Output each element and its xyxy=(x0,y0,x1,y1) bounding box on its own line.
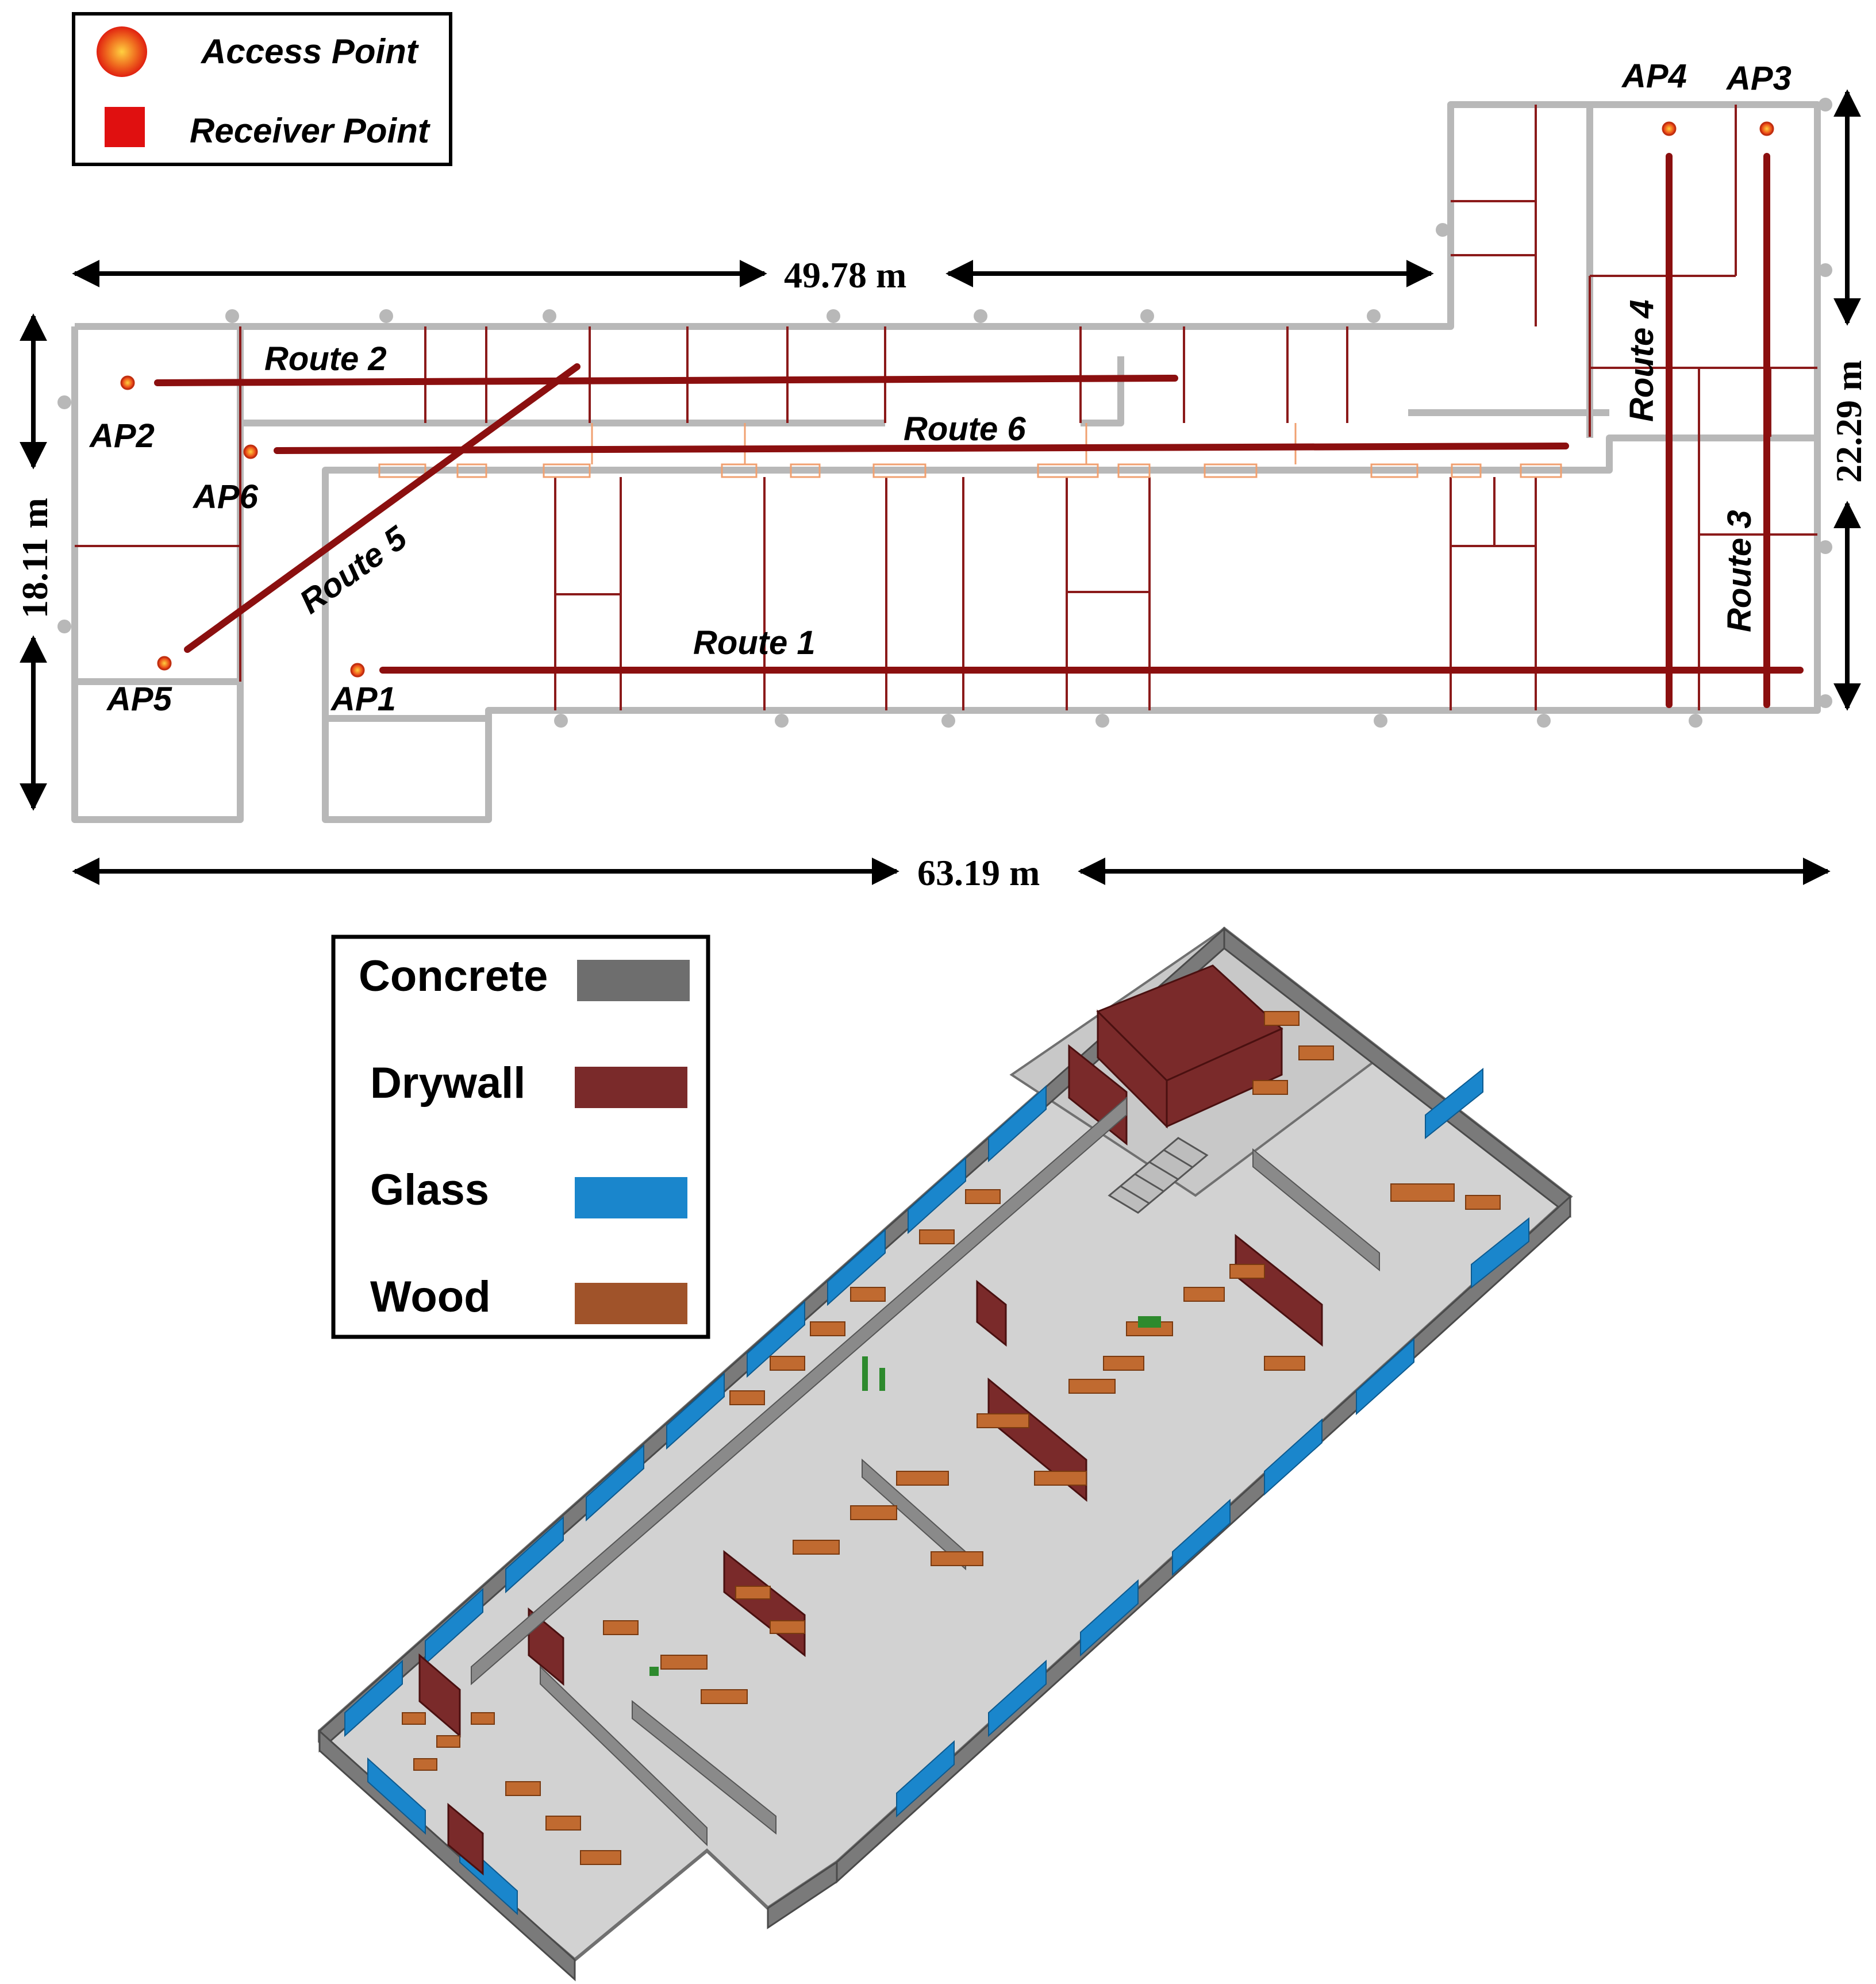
left-height-label: 18.11 m xyxy=(14,498,55,618)
material-legend: Concrete Drywall Glass Wood xyxy=(331,935,710,1339)
outer-walls xyxy=(71,101,1821,823)
drywall-swatch xyxy=(575,1067,687,1108)
concrete-swatch xyxy=(577,960,690,1001)
route-2-label: Route 2 xyxy=(264,340,387,378)
right-height-label: 22.29 m xyxy=(1828,360,1869,483)
dimension-arrows xyxy=(20,89,1861,885)
receiver-point-legend-label: Receiver Point xyxy=(190,111,431,150)
receiver-point-legend-icon xyxy=(105,107,145,147)
isometric-building-model xyxy=(318,926,1573,1982)
total-width-label: 63.19 m xyxy=(917,852,1040,893)
ap3-marker xyxy=(1759,121,1774,136)
ap1-label: AP1 xyxy=(330,680,396,718)
ap3-label: AP3 xyxy=(1725,60,1792,97)
concrete-legend-label: Concrete xyxy=(359,952,548,1001)
floor-plan: AP1 AP2 AP3 AP4 AP5 AP6 Route 1 Route 2 … xyxy=(57,57,1832,823)
corridor-width-label: 49.78 m xyxy=(784,255,906,295)
drywall-legend-label: Drywall xyxy=(370,1059,525,1108)
route-4-label: Route 4 xyxy=(1623,299,1660,422)
ap5-label: AP5 xyxy=(106,680,172,718)
ap5-marker xyxy=(157,656,172,671)
routes xyxy=(154,153,1804,708)
interior-walls xyxy=(75,105,1817,710)
wall-columns xyxy=(57,98,1832,728)
route-6-line xyxy=(274,443,1569,454)
ap2-marker xyxy=(120,375,135,390)
wood-legend-label: Wood xyxy=(370,1272,491,1321)
ap4-marker xyxy=(1662,121,1677,136)
glass-swatch xyxy=(575,1177,687,1218)
route-3-label: Route 3 xyxy=(1721,510,1758,632)
wood-swatch xyxy=(575,1283,687,1324)
access-point-markers xyxy=(120,121,1774,678)
access-point-legend-label: Access Point xyxy=(200,32,420,71)
ap2-label: AP2 xyxy=(89,417,155,455)
route-5-label: Route 5 xyxy=(293,518,414,621)
ap1-marker xyxy=(350,663,365,678)
ap6-marker xyxy=(243,444,258,459)
top-legend: Access Point Receiver Point xyxy=(72,12,452,166)
route-5-line xyxy=(184,363,581,653)
route-6-label: Route 6 xyxy=(904,410,1026,448)
glass-legend-label: Glass xyxy=(370,1166,489,1214)
ap4-label: AP4 xyxy=(1621,57,1687,95)
route-1-label: Route 1 xyxy=(693,624,816,662)
ap6-label: AP6 xyxy=(192,478,259,516)
route-2-line xyxy=(154,375,1178,386)
access-point-legend-icon xyxy=(97,26,147,77)
